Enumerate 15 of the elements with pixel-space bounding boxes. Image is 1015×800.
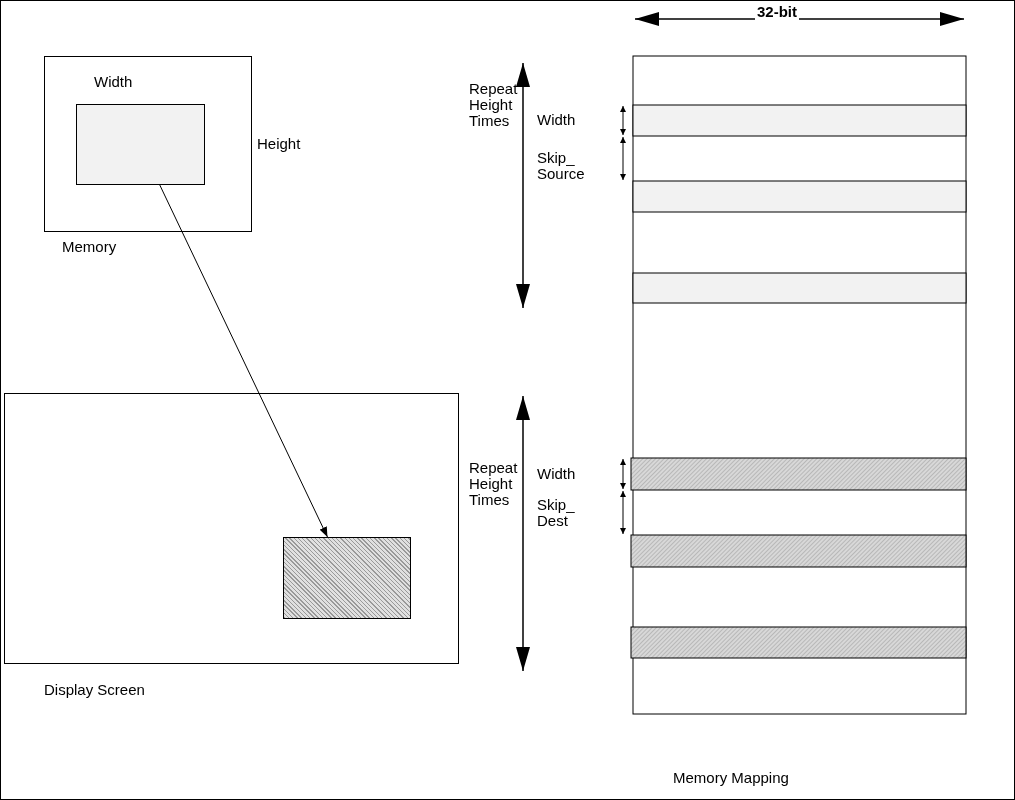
destination-block xyxy=(283,537,411,619)
dimension-label: Width xyxy=(537,466,577,482)
dimension-label: Width xyxy=(537,112,577,128)
dimension-label: 32-bit xyxy=(755,4,799,20)
source-block xyxy=(76,104,205,185)
repeat-note: Repeat Height Times xyxy=(469,460,517,508)
dimension-label: Skip_ Dest xyxy=(537,497,576,529)
dimension-label: Skip_ Source xyxy=(537,150,586,182)
figure-caption: Memory Mapping xyxy=(673,770,790,786)
dimension-label: Width xyxy=(94,74,134,90)
dimension-label: Height xyxy=(257,136,302,152)
arrow xyxy=(159,184,328,538)
repeat-note: Repeat Height Times xyxy=(469,81,517,129)
box-caption: Display Screen xyxy=(44,682,145,698)
box-caption: Memory xyxy=(62,239,117,255)
